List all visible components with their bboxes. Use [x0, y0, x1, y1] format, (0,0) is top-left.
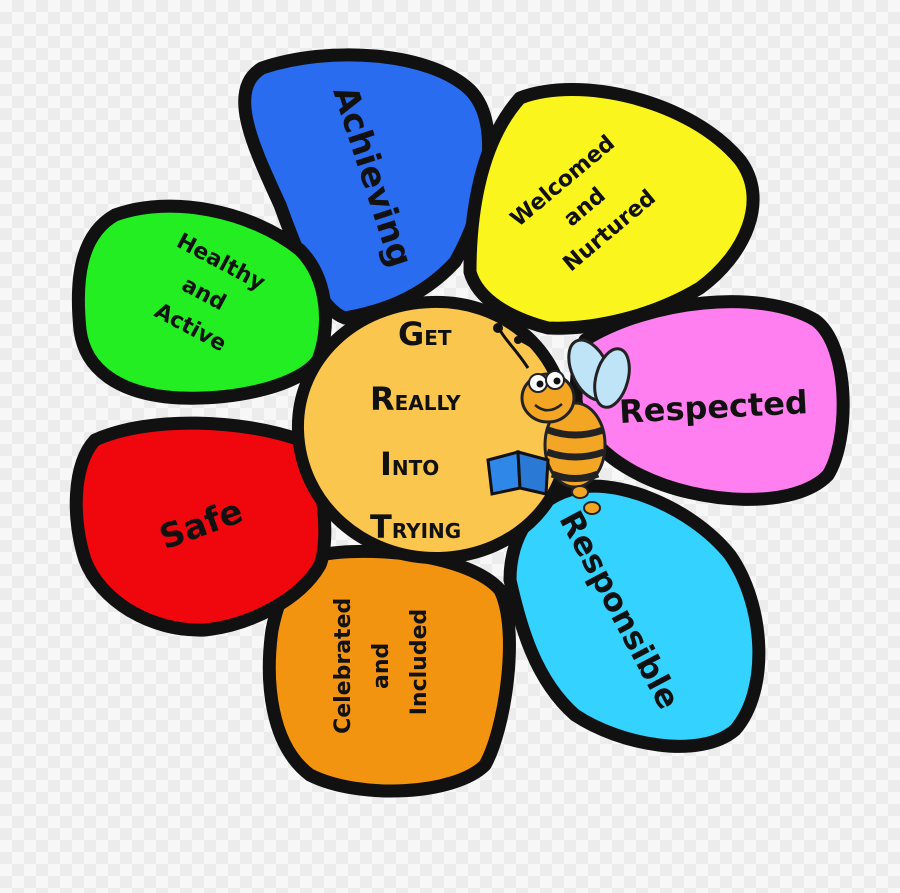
- center-shape: [291, 295, 575, 565]
- petal-celebrated-and-included: Celebrated and Included: [262, 544, 516, 798]
- flower-center: GET REALLY INTO TRYING: [291, 295, 575, 565]
- bee-reading-book-icon: [486, 323, 631, 515]
- petal-shape: [503, 479, 766, 753]
- petal-shape: [71, 199, 332, 405]
- center-line-get: GET: [398, 315, 452, 353]
- petal-responsible: Responsible: [503, 479, 766, 753]
- petal-label: Celebrated and Included: [331, 590, 432, 734]
- petal-respected: Respected: [569, 295, 850, 506]
- petal-safe: Safe: [69, 416, 332, 637]
- petal-shape: [262, 544, 516, 798]
- petal-healthy-and-active: Healthy and Active: [71, 199, 332, 405]
- center-line-really: REALLY: [370, 380, 461, 418]
- center-line-into: INTO: [380, 445, 439, 483]
- center-line-trying: TRYING: [370, 508, 461, 546]
- petal-welcomed-and-nurtured: Welcomed and Nurtured: [463, 83, 760, 335]
- petal-shape: [69, 416, 332, 637]
